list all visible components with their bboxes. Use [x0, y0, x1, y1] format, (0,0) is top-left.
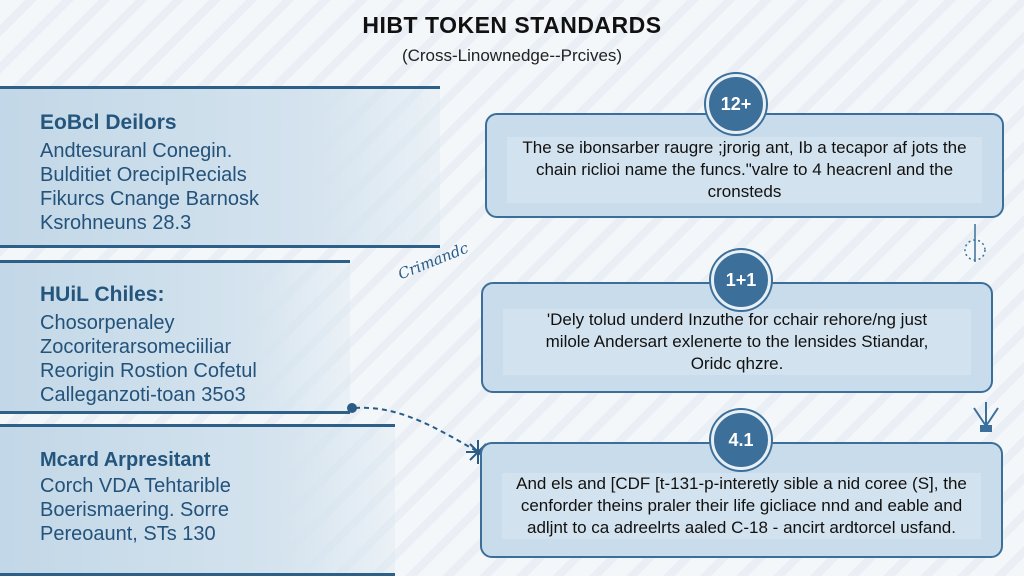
panel-line: Corch VDA Tehtarible — [40, 475, 231, 497]
info-box-2: 'Dely tolud underd Inzuthe for cchair re… — [481, 282, 993, 393]
panel-line: Bulditiet OrecipIRecials — [40, 164, 247, 186]
info-box-text: 'Dely tolud underd Inzuthe for cchair re… — [503, 308, 971, 375]
step-badge: 12+ — [706, 74, 766, 134]
sparkle-icon — [964, 224, 986, 262]
panel-line: Fikurcs Cnange Barnosk — [40, 188, 259, 210]
panel-heading: Mcard Arpresitant — [40, 449, 211, 471]
page-title: HIBT TOKEN STANDARDS — [362, 12, 662, 38]
panel-line: Calleganzoti-toan 35o3 — [40, 384, 246, 406]
panel-line: Boerismaering. Sorre — [40, 499, 229, 521]
panel-line: Pereoaunt, STs 130 — [40, 523, 216, 545]
panel-heading: HUiL Chiles: — [40, 283, 165, 306]
panel-line: Chosorpenaley — [40, 312, 175, 334]
info-box-text: And els and [CDF [t-131-p-interetly sibl… — [502, 473, 981, 539]
panel-line: Zocoriterarsomeciiliar — [40, 336, 232, 358]
left-panel-2: HUiL Chiles: Chosorpenaley Zocoriterarso… — [0, 260, 350, 414]
panel-line: Ksrohneuns 28.3 — [40, 212, 192, 234]
left-panel-1: EoBcl Deilors Andtesuranl Conegin. Buldi… — [0, 86, 440, 248]
page-subtitle: (Cross-Linownedge--Prcives) — [401, 46, 623, 65]
step-badge: 1+1 — [711, 250, 771, 310]
info-box-text: The se ibonsarber raugre ;jrorig ant, Ib… — [507, 136, 982, 203]
panel-heading: EoBcl Deilors — [40, 111, 177, 134]
panel-line: Reorigin Rostion Cofetul — [40, 360, 257, 382]
panel-line: Andtesuranl Conegin. — [40, 140, 233, 162]
step-badge: 4.1 — [711, 410, 771, 470]
connector-arrow — [347, 403, 490, 464]
plant-icon — [973, 402, 999, 432]
left-panel-3: Mcard Arpresitant Corch VDA Tehtarible B… — [0, 424, 395, 576]
